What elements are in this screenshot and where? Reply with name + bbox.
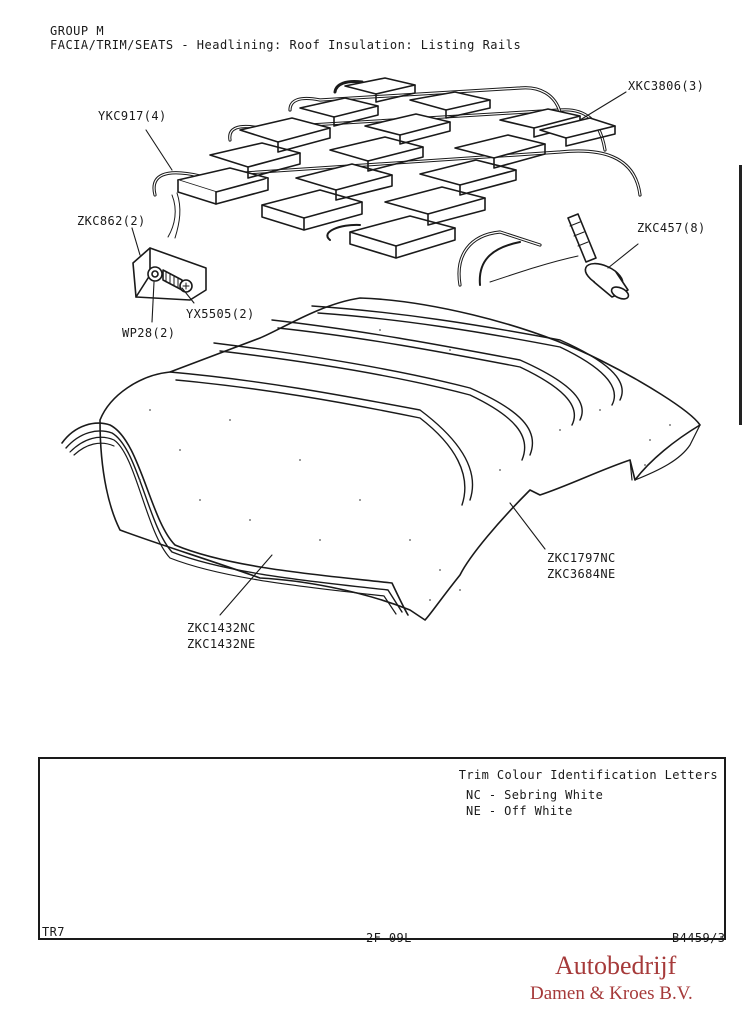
group-heading: GROUP M [50, 24, 105, 38]
callout-zkc3684ne: ZKC3684NE [547, 567, 616, 581]
footer-ref: B4459/3 [672, 931, 726, 945]
leader-lines [131, 91, 639, 616]
callout-ykc917: YKC917(4) [98, 109, 167, 123]
clip-part [489, 213, 630, 300]
callout-zkc457: ZKC457(8) [637, 221, 706, 235]
footer-model: TR7 [42, 925, 65, 939]
callout-zkc1432nc: ZKC1432NC [187, 621, 256, 635]
binding-edge-mark [739, 165, 742, 425]
dealer-company: Damen & Kroes B.V. [530, 983, 693, 1004]
legend-item-nc: NC - Sebring White [466, 788, 604, 802]
callout-yx5505: YX5505(2) [186, 307, 255, 321]
trim-colour-legend: Trim Colour Identification Letters NC - … [38, 757, 726, 945]
headlining-panel [61, 297, 701, 621]
footer-page: 2F 09L [366, 931, 412, 945]
dealer-name: Autobedrijf [555, 951, 677, 980]
legend-title: Trim Colour Identification Letters [458, 768, 718, 782]
callout-wp28: WP28(2) [122, 326, 176, 340]
callout-xkc3806: XKC3806(3) [628, 79, 705, 93]
callout-zkc862: ZKC862(2) [77, 214, 146, 228]
roof-insulation-pads [152, 77, 642, 287]
bracket-assembly [132, 192, 207, 301]
page-title: FACIA/TRIM/SEATS - Headlining: Roof Insu… [50, 38, 522, 52]
callout-zkc1432ne: ZKC1432NE [187, 637, 256, 651]
fabric-texture [139, 329, 671, 601]
callout-zkc1797nc: ZKC1797NC [547, 551, 616, 565]
legend-item-ne: NE - Off White [466, 804, 573, 818]
